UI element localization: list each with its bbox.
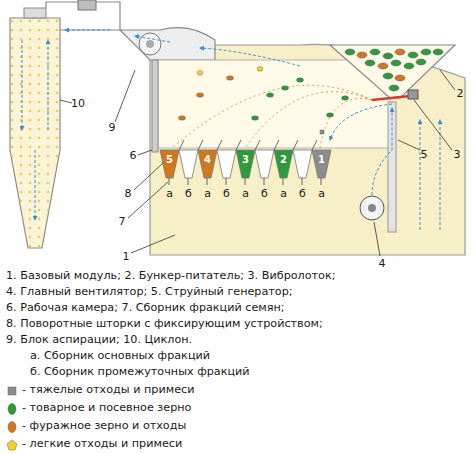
- callout-number: б: [223, 188, 230, 201]
- callout-number: 5: [421, 149, 428, 162]
- callout-number: 4: [204, 154, 211, 166]
- legend-swatch: [6, 403, 18, 415]
- key-text: б. Сборник промежуточных фракций: [30, 366, 250, 379]
- legend-shape: [8, 387, 16, 395]
- callout-number: а: [242, 188, 249, 201]
- key-text: 9. Блок аспирации; 10. Циклон.: [6, 334, 192, 347]
- callout-number: 3: [242, 154, 249, 166]
- legend-swatch: [6, 385, 18, 397]
- callout-number: 6: [130, 150, 137, 163]
- callout-number: 7: [119, 216, 126, 229]
- legend-text: - фуражное зерно и отходы: [22, 420, 186, 433]
- key-text: а. Сборник основных фракций: [30, 350, 210, 363]
- callout-number: 5: [166, 154, 173, 166]
- key-text: 4. Главный вентилятор; 5. Струйный генер…: [6, 286, 293, 299]
- callout-number: 10: [71, 98, 85, 111]
- callout-number: 2: [280, 154, 287, 166]
- callout-number: б: [261, 188, 268, 201]
- legend-shape: [7, 440, 17, 450]
- key-text: 8. Поворотные шторки с фиксирующим устро…: [6, 318, 323, 331]
- callout-number: 1: [123, 251, 130, 264]
- callout-number: 9: [109, 122, 116, 135]
- legend-swatch: [6, 439, 18, 451]
- legend-text: - легкие отходы и примеси: [22, 438, 182, 451]
- legend-swatch: [6, 421, 18, 433]
- callout-number: б: [299, 188, 306, 201]
- callout-number: 4: [379, 258, 386, 271]
- key-text: 6. Рабочая камера; 7. Сборник фракций се…: [6, 302, 285, 315]
- callout-number: а: [166, 188, 173, 201]
- callout-number: а: [318, 188, 325, 201]
- callout-number: а: [204, 188, 211, 201]
- legend-shape: [8, 422, 16, 433]
- legend-text: - товарное и посевное зерно: [22, 402, 191, 415]
- key-text: 1. Базовый модуль; 2. Бункер-питатель; 3…: [6, 270, 335, 283]
- callout-number: 3: [454, 149, 461, 162]
- callout-number: а: [280, 188, 287, 201]
- callout-number: 8: [125, 188, 132, 201]
- legend-shape: [8, 404, 16, 415]
- callout-number: 1: [318, 154, 325, 166]
- callout-number: 2: [457, 88, 464, 101]
- legend-text: - тяжелые отходы и примеси: [22, 384, 194, 397]
- callout-number: б: [185, 188, 192, 201]
